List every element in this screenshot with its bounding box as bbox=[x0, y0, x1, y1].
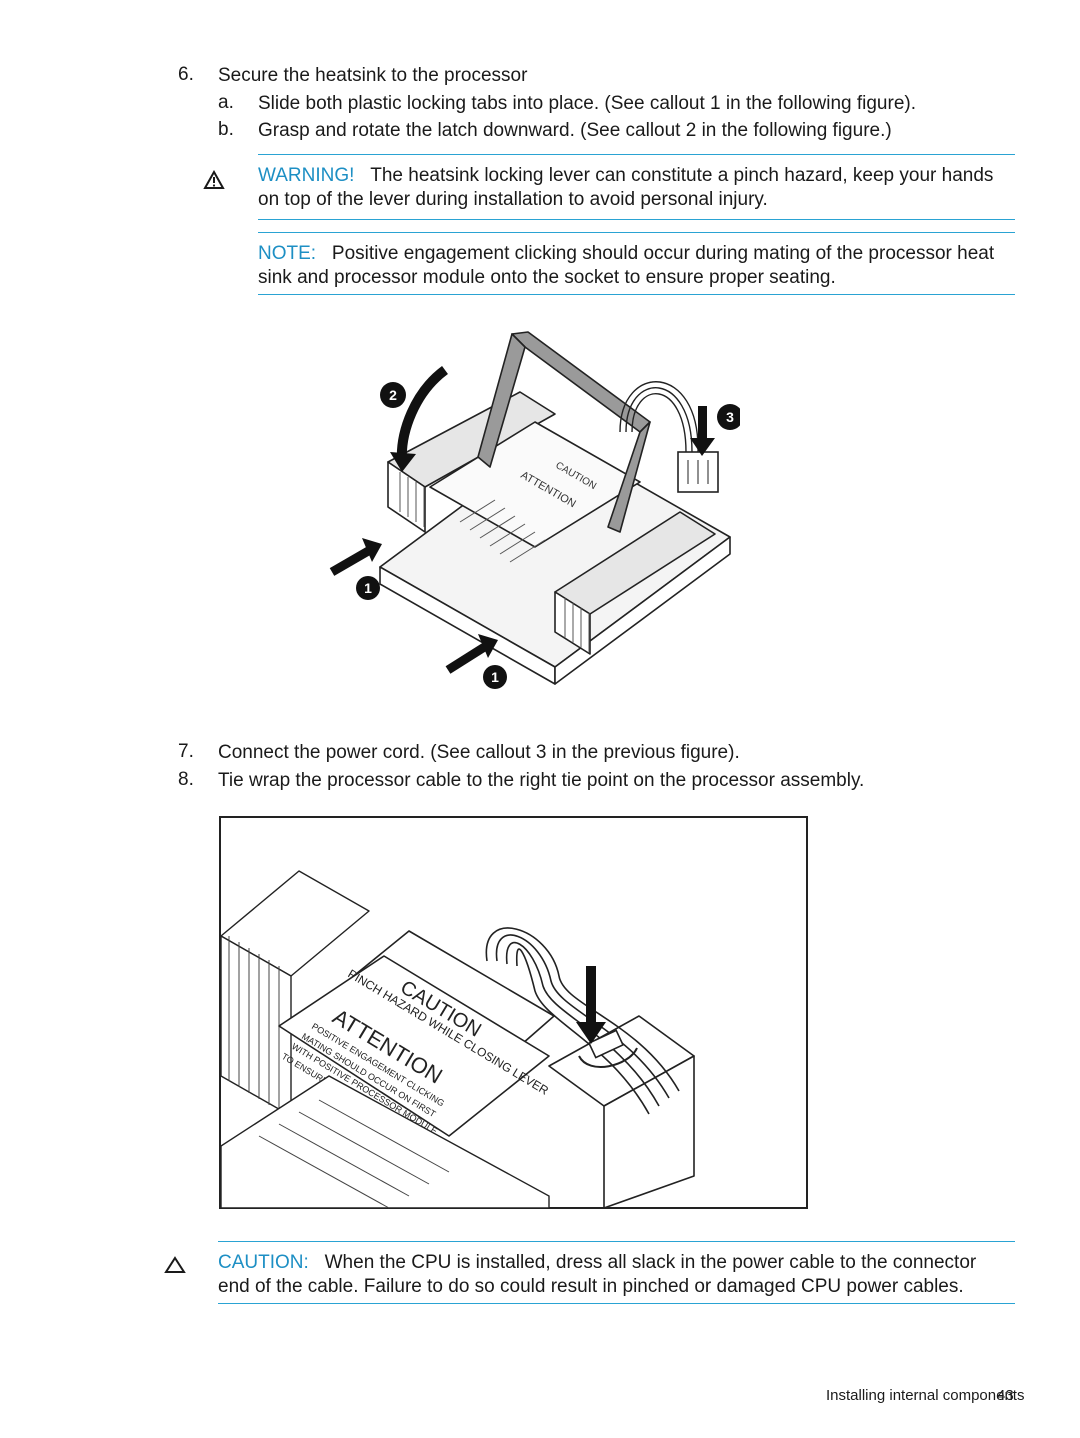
page-number: 43 bbox=[997, 1387, 1014, 1404]
callout-2: 2 bbox=[389, 387, 397, 403]
callout-1: 1 bbox=[491, 669, 499, 685]
caution-line-2: end of the cable. Failure to do so could… bbox=[218, 1276, 964, 1297]
warning-label: WARNING! bbox=[258, 165, 355, 186]
note-line-2: sink and processor module onto the socke… bbox=[258, 267, 836, 288]
heatsink-latch-figure: ATTENTION CAUTION 2 3 1 1 bbox=[329, 331, 740, 689]
substep-text: Grasp and rotate the latch downward. (Se… bbox=[258, 120, 892, 141]
footer-section-title: Installing internal components bbox=[826, 1387, 1025, 1404]
step-text: Connect the power cord. (See callout 3 i… bbox=[218, 742, 740, 763]
step-text: Secure the heatsink to the processor bbox=[218, 65, 528, 86]
cable-tie-figure: PINCH HAZARD WHILE CLOSING LEVER CAUTION… bbox=[219, 816, 808, 1209]
warning-text: The heatsink locking lever can constitut… bbox=[370, 165, 994, 186]
note-bottom-rule bbox=[258, 294, 1015, 295]
note-line-1: NOTE: Positive engagement clicking shoul… bbox=[258, 242, 994, 266]
warning-icon bbox=[203, 170, 225, 189]
substep-letter: a. bbox=[218, 92, 234, 113]
note-text: Positive engagement clicking should occu… bbox=[331, 243, 995, 264]
step-text: Tie wrap the processor cable to the righ… bbox=[218, 770, 865, 791]
callout-3: 3 bbox=[726, 409, 734, 425]
warning-top-rule bbox=[258, 154, 1015, 155]
substep-letter: b. bbox=[218, 119, 234, 140]
callout-1: 1 bbox=[364, 580, 372, 596]
substep-text: Slide both plastic locking tabs into pla… bbox=[258, 93, 916, 114]
caution-bottom-rule bbox=[218, 1303, 1015, 1304]
note-top-rule bbox=[258, 232, 1015, 233]
warning-bottom-rule bbox=[258, 219, 1015, 220]
step-number: 8. bbox=[178, 769, 194, 790]
caution-top-rule bbox=[218, 1241, 1015, 1242]
caution-text: When the CPU is installed, dress all sla… bbox=[324, 1252, 977, 1273]
caution-line-1: CAUTION: When the CPU is installed, dres… bbox=[218, 1251, 976, 1275]
warning-line-1: WARNING! The heatsink locking lever can … bbox=[258, 164, 993, 188]
step-number: 6. bbox=[178, 64, 194, 85]
step-number: 7. bbox=[178, 741, 194, 762]
caution-icon bbox=[164, 1256, 186, 1273]
note-label: NOTE: bbox=[258, 243, 317, 264]
warning-line-2: on top of the lever during installation … bbox=[258, 189, 768, 210]
caution-label: CAUTION: bbox=[218, 1252, 309, 1273]
